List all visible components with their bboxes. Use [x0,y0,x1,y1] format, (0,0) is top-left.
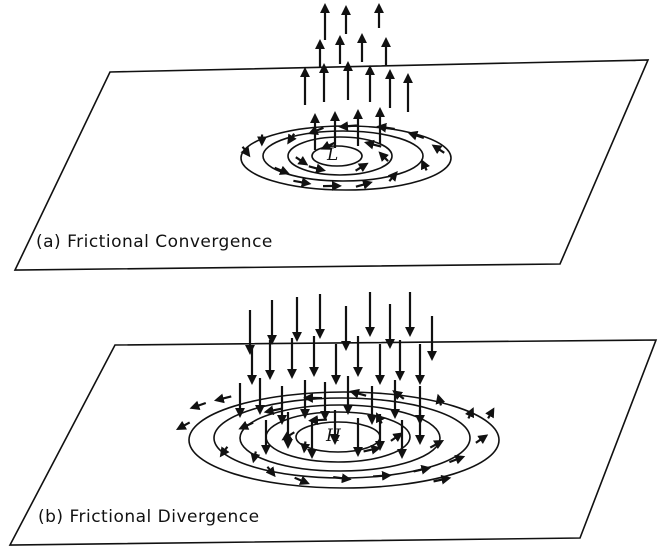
outflow-arrow [429,440,445,450]
inflow-arrow [274,165,290,175]
outflow-arrow [475,434,489,445]
outflow-arrow [294,475,310,485]
outflow-arrow [372,470,392,481]
low-pressure-label: L [326,145,338,165]
outflow-arrow [413,464,432,475]
inflow-arrow [308,163,326,174]
inflow-arrow [355,179,373,190]
inflow-arrow [431,144,445,155]
outflow-arrow [485,407,495,419]
caption-b: (b) Frictional Divergence [38,507,260,527]
isobar-ring [239,404,441,472]
sinking-air-arrows-b [235,292,437,459]
outflow-arrow [175,420,191,430]
outflow-arrow [349,388,367,399]
caption-a: (a) Frictional Convergence [36,232,273,252]
circulation-arrows-a [240,121,445,191]
outflow-arrow [465,407,474,419]
inflow-arrow [240,146,251,158]
isobar-ring [287,136,393,176]
outflow-arrow [189,400,207,411]
isobar-ring [213,397,471,479]
outflow-arrow [300,441,311,454]
isobar-ring [262,130,424,182]
inflow-arrow [421,159,430,171]
panel-a-convergence: L (a) Frictional Convergence [13,3,650,271]
outflow-arrow [333,473,352,484]
outflow-arrow [363,444,382,455]
inflow-arrow [320,140,336,150]
outflow-arrow [435,393,446,406]
isobar-ring [311,145,363,167]
isobar-rings-b [188,391,500,489]
inflow-arrow [295,155,309,166]
inflow-arrow [407,130,425,141]
inflow-arrow [376,122,395,133]
inflow-arrow [355,162,369,173]
ground-plane-b [8,339,658,546]
inflow-arrow [387,170,398,182]
outflow-arrow [263,405,282,416]
inflow-arrow [338,121,358,132]
inflow-arrow [287,133,297,145]
outflow-arrow [219,446,230,458]
rising-air-arrows-a [300,3,413,150]
outflow-arrow [390,432,404,443]
inflow-arrow [364,139,382,150]
circulation-arrows-b [175,388,495,485]
outflow-arrow [238,420,254,430]
panel-b-divergence: H (b) Frictional Divergence [8,292,658,546]
outflow-arrow [250,451,261,464]
outflow-arrow [433,474,452,485]
outflow-arrow [265,466,276,478]
high-pressure-label: H [325,426,342,446]
inflow-arrow [293,177,312,188]
ground-plane-a [13,59,650,271]
outflow-arrow [449,455,466,465]
outflow-arrow [392,390,405,401]
outflow-arrow [213,393,232,404]
outflow-arrow [308,415,328,426]
isobar-ring [188,391,500,489]
inflow-arrow [378,151,389,162]
